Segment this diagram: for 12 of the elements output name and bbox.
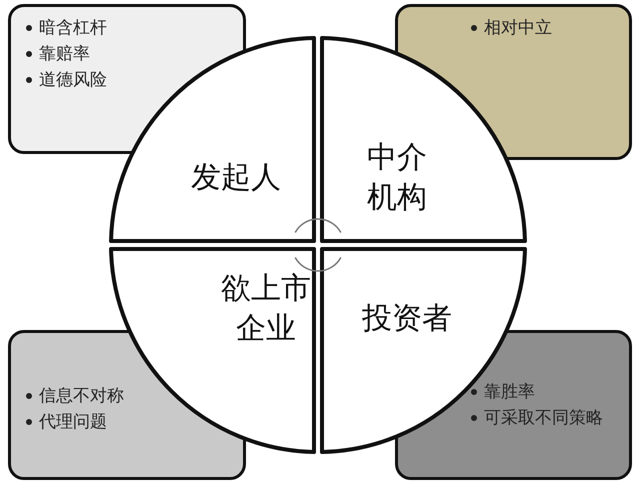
quadrant-label: 发起人: [190, 159, 282, 197]
bullet-item: 可采取不同策略: [484, 407, 604, 430]
quadrant-label: 中介机构: [366, 139, 428, 217]
bullet-item: 靠赔率: [39, 43, 91, 66]
bullet-item: 道德风险: [39, 69, 108, 92]
bullet-item: 暗含杠杆: [39, 17, 108, 40]
bullet-item: 相对中立: [484, 17, 553, 40]
bullet-item: 靠胜率: [484, 381, 536, 404]
quadrant-label: 投资者: [361, 300, 453, 338]
bullet-item: 代理问题: [39, 411, 108, 434]
bullet-item: 信息不对称: [39, 385, 125, 408]
quadrant-label: 欲上市企业: [220, 270, 312, 348]
